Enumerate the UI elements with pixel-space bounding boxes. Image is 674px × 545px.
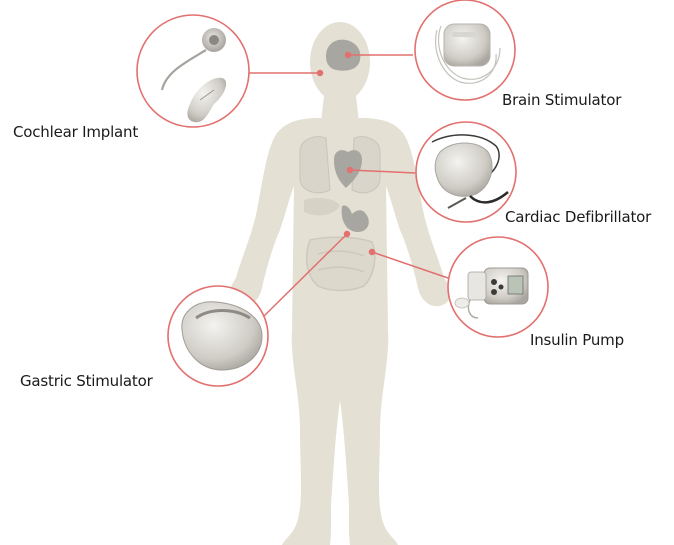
brain-stimulator-callout	[414, 0, 516, 101]
gastric-stimulator-callout	[167, 285, 269, 387]
label-insulin-pump: Insulin Pump	[530, 331, 624, 349]
left-lung	[299, 136, 331, 194]
stomach-organ	[341, 205, 369, 232]
label-brain-stimulator: Brain Stimulator	[502, 91, 622, 109]
brain-organ	[326, 39, 361, 71]
insulin-pump-callout	[447, 236, 549, 338]
cardiac-defibrillator-callout	[415, 121, 517, 223]
right-lung	[351, 136, 381, 194]
intestines	[305, 236, 376, 292]
label-gastric-stimulator: Gastric Stimulator	[20, 372, 153, 390]
cochlear-implant-callout	[136, 14, 250, 128]
gastric-stimulator-device-icon	[181, 301, 263, 371]
liver-organ	[304, 198, 340, 216]
connector-lines	[249, 51, 449, 318]
cochlear-implant-device-icon	[160, 28, 227, 123]
brain-stimulator-device-icon	[434, 23, 501, 84]
label-cochlear-implant: Cochlear Implant	[13, 123, 139, 141]
insulin-pump-device-icon	[454, 267, 529, 319]
cardiac-defibrillator-device-icon	[431, 134, 509, 209]
label-cardiac-defibrillator: Cardiac Defibrillator	[505, 208, 652, 226]
